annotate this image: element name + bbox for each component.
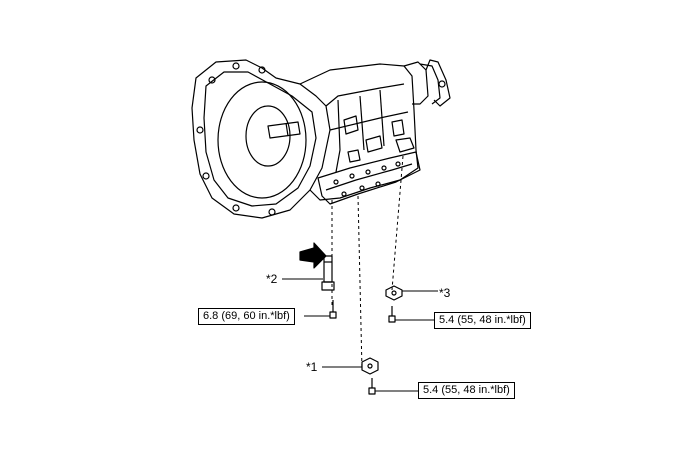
callout-part-2: *2 (266, 272, 278, 286)
part-2-bolt-icon (329, 300, 337, 319)
torque-label-part-3: 5.4 (55, 48 in.*lbf) (434, 312, 531, 329)
callout-part-3: *3 (439, 286, 451, 300)
part-1-bolt-icon (368, 378, 376, 395)
view-arrow-icon (299, 242, 327, 269)
part-3-component (385, 285, 403, 301)
part-2-component (321, 255, 335, 291)
torque-label-part-1: 5.4 (55, 48 in.*lbf) (418, 382, 515, 399)
part-1-component (361, 357, 379, 375)
part-3-bolt-icon (388, 306, 396, 323)
torque-label-part-2: 6.8 (69, 60 in.*lbf) (198, 308, 295, 325)
transmission-assembly (191, 59, 451, 219)
callout-part-1: *1 (306, 360, 318, 374)
